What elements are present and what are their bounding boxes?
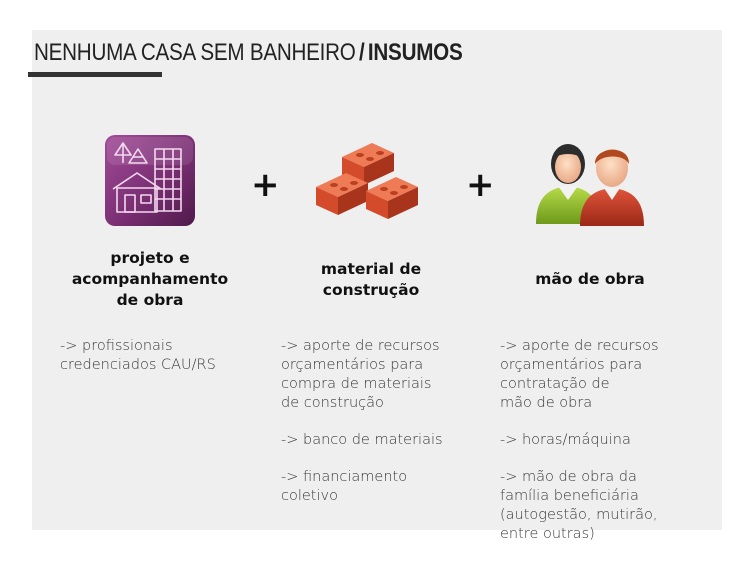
title-underline [28,72,162,77]
list-item-line: -> financiamento [281,469,408,485]
list-item-line: orçamentários para [281,357,424,373]
list-item-line: -> profissionais [60,338,173,354]
column-title-material: material de construção [271,259,471,301]
list-item-line: de construção [281,395,384,411]
list-item: -> horas/máquina [500,431,659,450]
list-item: -> mão de obra da família beneficiária (… [500,468,659,544]
title-highlight: INSUMOS [367,39,463,66]
list-item: -> banco de materiais [281,431,443,450]
column-title-line: acompanhamento [71,270,229,288]
column-title-mao-de-obra: mão de obra [490,269,690,290]
list-item-line: coletivo [281,488,338,504]
column-text-projeto: -> profissionais credenciados CAU/RS [60,337,216,393]
list-item: -> profissionais credenciados CAU/RS [60,337,216,375]
column-title-line: material de [320,260,422,278]
list-item-line: -> horas/máquina [500,432,631,448]
list-item-line: compra de materiais [281,376,432,392]
content-panel [32,30,722,530]
title-separator: / [359,39,365,66]
list-item-line: contratação de [500,376,610,392]
list-item: -> aporte de recursos orçamentários para… [281,337,443,413]
list-item-line: -> aporte de recursos [500,338,659,354]
plus-operator-2: + [466,165,495,205]
list-item: -> financiamento coletivo [281,468,443,506]
column-title-line: mão de obra [535,270,645,288]
column-title-line: projeto e [110,249,190,267]
column-title-projeto: projeto e acompanhamento de obra [50,248,250,311]
column-text-mao-de-obra: -> aporte de recursos orçamentários para… [500,337,659,562]
list-item-line: entre outras) [500,526,595,542]
list-item-line: -> mão de obra da [500,469,637,485]
bricks-icon [316,143,418,219]
list-item-line: credenciados CAU/RS [60,357,216,373]
column-title-line: de obra [116,291,184,309]
column-title-line: construção [322,281,420,299]
list-item-line: família beneficiária [500,488,639,504]
list-item-line: mão de obra [500,395,593,411]
architecture-plan-icon [105,135,195,226]
page-title: NENHUMA CASA SEM BANHEIRO/INSUMOS [34,39,463,67]
column-text-material: -> aporte de recursos orçamentários para… [281,337,443,524]
plus-operator-1: + [251,165,280,205]
list-item: -> aporte de recursos orçamentários para… [500,337,659,413]
list-item-line: -> aporte de recursos [281,338,440,354]
list-item-line: orçamentários para [500,357,643,373]
title-main: NENHUMA CASA SEM BANHEIRO [34,39,356,66]
list-item-line: -> banco de materiais [281,432,443,448]
list-item-line: (autogestão, mutirão, [500,507,658,523]
people-icon [536,144,644,226]
